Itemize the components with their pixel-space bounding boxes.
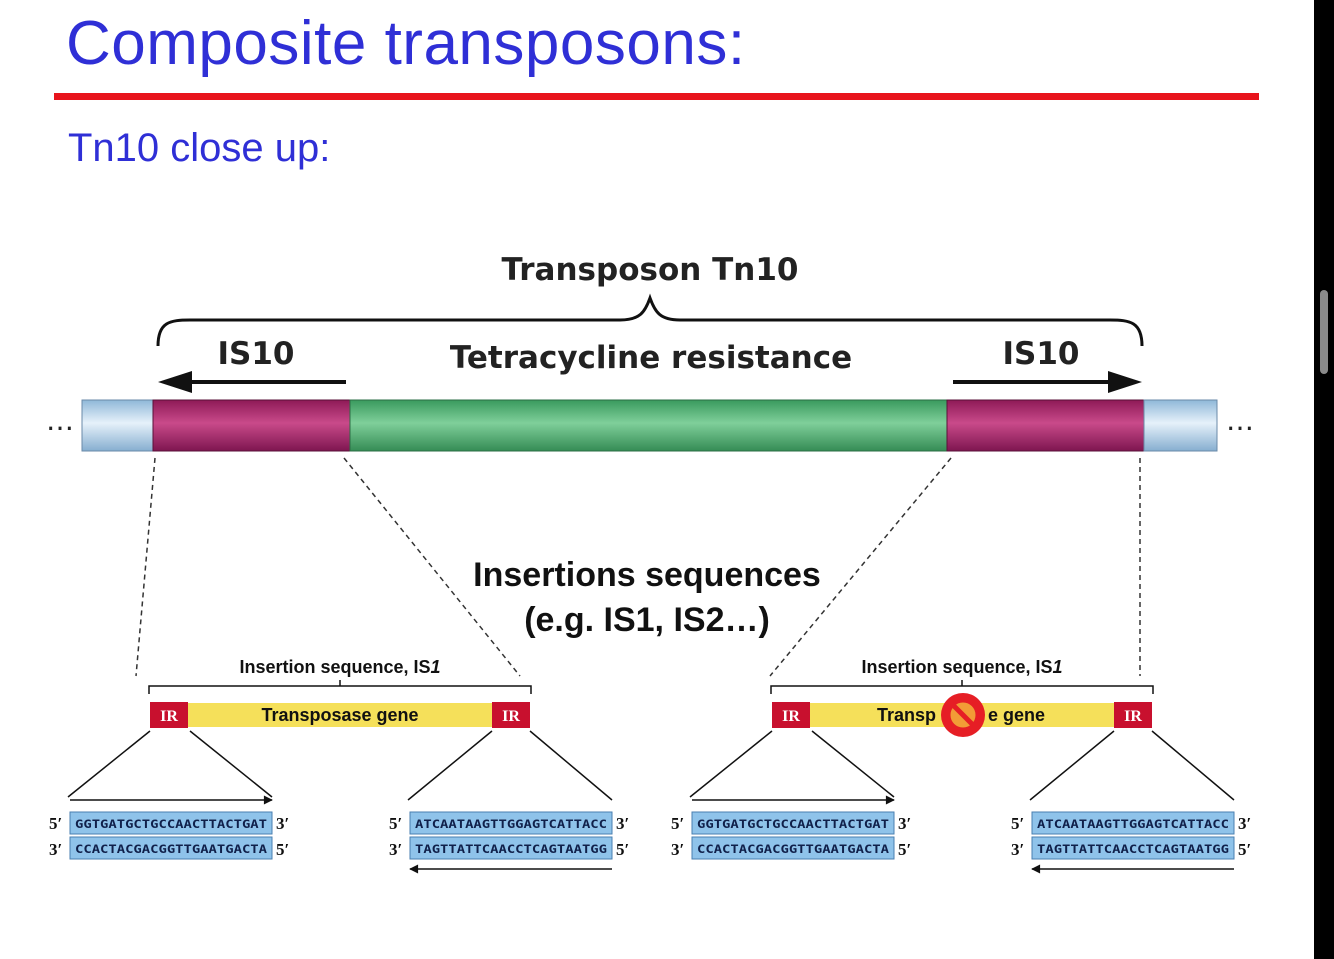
right-ellipsis: … [1226,404,1254,437]
three-prime-end: 3′ [616,814,629,833]
ir-label: IR [782,708,800,725]
transposon-brace [156,293,1144,347]
transposase-gene-label: Transposase gene [261,705,418,725]
is10-left-arrow [158,371,346,393]
three-prime-end: 3′ [1011,840,1024,859]
ir-sequence-block: 5′ 3′ ATCAATAAGTTGGAGTCATTACC TAGTTATTCA… [1011,811,1251,874]
is1-left-label: Insertion sequence, IS1 [239,657,440,677]
scrollbar-thumb[interactable] [1320,290,1328,374]
three-prime-end: 3′ [389,840,402,859]
no-entry-icon [941,693,985,737]
ir-label: IR [502,708,520,725]
ir-sequence-block: 5′ 3′ GGTGATGCTGCCAACTTACTGAT CCACTACGAC… [49,795,289,860]
ir-sequence-block: 5′ 3′ ATCAATAAGTTGGAGTCATTACC TAGTTATTCA… [389,811,629,874]
three-prime-end: 3′ [276,814,289,833]
sequence-top-strand: ATCAATAAGTTGGAGTCATTACC [1037,817,1229,831]
left-flank-dna [81,399,155,452]
tet-resistance-segment [349,399,949,452]
title-rule [54,93,1259,100]
is10-right-arrow [953,371,1142,393]
transposase-gene-label-part2: e gene [988,705,1045,725]
zoom-lines [135,457,1141,677]
slide-subtitle: Tn10 close up: [68,126,331,170]
sequence-bottom-strand: CCACTACGACGGTTGAATGACTA [697,842,889,856]
tet-resistance-label: Tetracycline resistance [450,340,852,376]
five-prime-end: 5′ [389,814,402,833]
five-prime-end: 5′ [898,840,911,859]
scrollbar-track[interactable] [1314,0,1334,959]
sequence-bottom-strand: TAGTTATTCAACCTCAGTAATGG [1037,842,1229,856]
sequence-bottom-strand: TAGTTATTCAACCTCAGTAATGG [415,842,607,856]
right-flank-dna [1143,399,1218,452]
is10-right-label: IS10 [1002,336,1079,372]
is1-right-label: Insertion sequence, IS1 [861,657,1062,677]
is10-left-label: IS10 [217,336,294,372]
three-prime-end: 3′ [671,840,684,859]
ir-box [1114,702,1152,728]
three-prime-end: 3′ [898,814,911,833]
left-ellipsis: … [46,404,74,437]
five-prime-end: 5′ [49,814,62,833]
five-prime-end: 5′ [616,840,629,859]
transposase-gene-label-part1: Transp [877,705,936,725]
ir-box [772,702,810,728]
ir-label: IR [160,708,178,725]
is1-left-gene-bar [150,703,530,727]
ir-box [150,702,188,728]
ir-sequence-block: 5′ 3′ GGTGATGCTGCCAACTTACTGAT CCACTACGAC… [671,795,911,860]
insertion-sequences-label: Insertions sequences [473,556,821,594]
five-prime-end: 5′ [671,814,684,833]
five-prime-end: 5′ [1011,814,1024,833]
sequence-top-strand: ATCAATAAGTTGGAGTCATTACC [415,817,607,831]
transposon-label: Transposon Tn10 [502,252,799,288]
is10-right-segment [946,399,1146,452]
three-prime-end: 3′ [49,840,62,859]
sequence-bottom-strand: CCACTACGACGGTTGAATGACTA [75,842,267,856]
five-prime-end: 5′ [1238,840,1251,859]
insertion-sequences-example: (e.g. IS1, IS2…) [524,601,770,639]
is1-left-element: Insertion sequence, IS1 IR IR Transposas… [67,657,613,801]
sequence-top-strand: GGTGATGCTGCCAACTTACTGAT [697,817,889,831]
three-prime-end: 3′ [1238,814,1251,833]
ir-sequences: 5′ 3′ GGTGATGCTGCCAACTTACTGAT CCACTACGAC… [49,795,1251,874]
ir-box [492,702,530,728]
is1-right-element: Insertion sequence, IS1 IR IR Transp e g… [689,657,1235,801]
is10-left-segment [152,399,352,452]
five-prime-end: 5′ [276,840,289,859]
sequence-top-strand: GGTGATGCTGCCAACTTACTGAT [75,817,267,831]
ir-label: IR [1124,708,1142,725]
slide-title: Composite transposons: [66,9,746,78]
